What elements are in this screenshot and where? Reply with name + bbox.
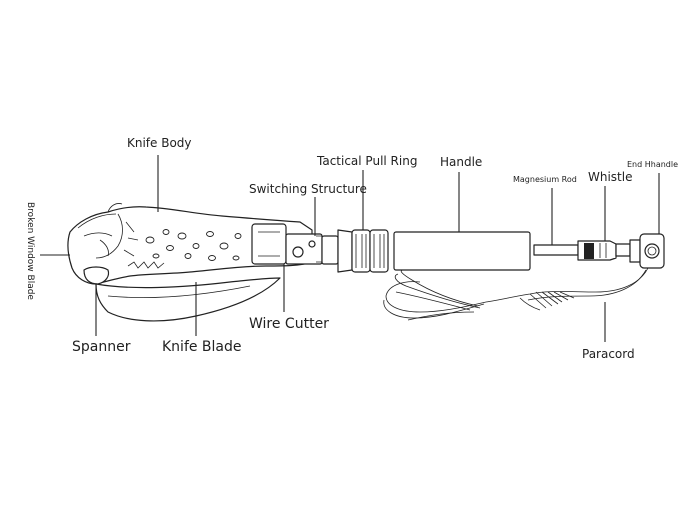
label-spanner: Spanner [72, 339, 131, 355]
end-handle-drawing [629, 233, 665, 269]
magnesium-rod-drawing [533, 244, 579, 256]
whistle-drawing [577, 240, 631, 261]
label-whistle: Whistle [588, 170, 632, 184]
knife-blade-drawing [95, 277, 281, 322]
label-magnesium-rod: Magnesium Rod [513, 175, 577, 184]
label-switching-structure: Switching Structure [249, 182, 367, 196]
paracord-drawing [383, 267, 649, 321]
pull-ring-drawing [321, 229, 389, 273]
label-handle: Handle [440, 155, 482, 169]
label-paracord: Paracord [582, 347, 635, 361]
knife-body-drawing [67, 203, 323, 285]
label-broken-window-blade: Broken Window Blade [25, 202, 35, 300]
label-end-handle: End Hhandle [627, 160, 678, 169]
leader-lines [40, 155, 660, 342]
label-knife-body: Knife Body [127, 136, 192, 150]
label-tactical-pull-ring: Tactical Pull Ring [316, 154, 417, 168]
handle-drawing [393, 231, 531, 271]
label-knife-blade: Knife Blade [162, 339, 242, 355]
label-wire-cutter: Wire Cutter [249, 316, 329, 332]
